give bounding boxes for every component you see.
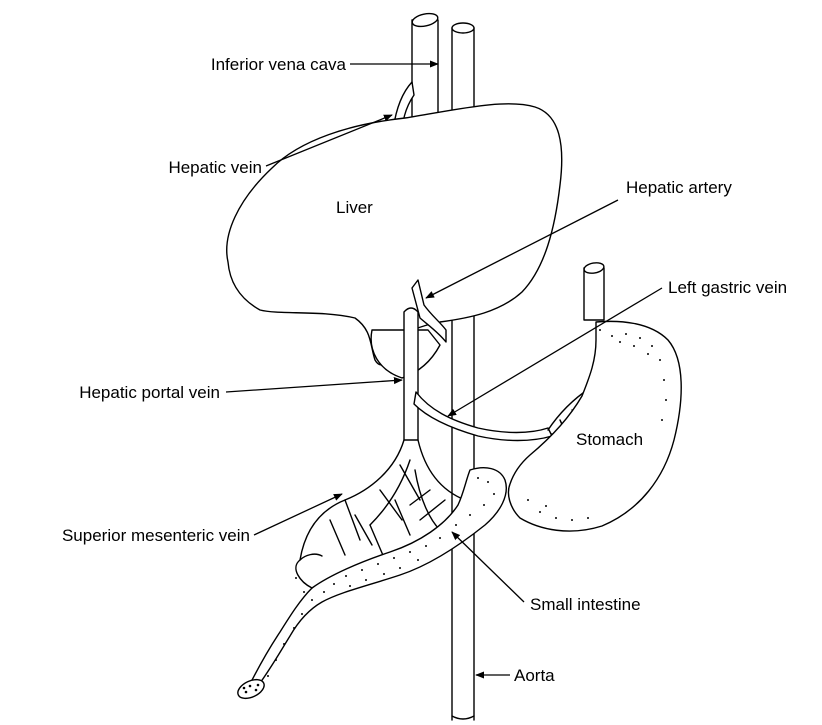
label-left-gastric-vein: Left gastric vein — [668, 278, 787, 297]
label-hepatic-portal-vein: Hepatic portal vein — [79, 383, 220, 402]
label-liver: Liver — [336, 198, 373, 217]
esophagus-vessel — [583, 261, 604, 320]
left-gastric-vein-vessel — [414, 392, 552, 441]
label-aorta: Aorta — [514, 666, 555, 685]
leader-small-intestine — [452, 532, 524, 602]
label-hepatic-artery: Hepatic artery — [626, 178, 732, 197]
leader-hepatic-portal-vein — [226, 380, 402, 392]
leader-superior-mesenteric-vein — [254, 494, 342, 535]
label-small-intestine: Small intestine — [530, 595, 641, 614]
label-inferior-vena-cava: Inferior vena cava — [211, 55, 347, 74]
small-intestine-shape — [248, 468, 506, 690]
stomach-shape — [508, 321, 681, 531]
liver-shape — [227, 104, 562, 365]
label-hepatic-vein: Hepatic vein — [168, 158, 262, 177]
label-superior-mesenteric-vein: Superior mesenteric vein — [62, 526, 250, 545]
label-stomach: Stomach — [576, 430, 643, 449]
hepatic-portal-vein-vessel — [404, 308, 418, 440]
